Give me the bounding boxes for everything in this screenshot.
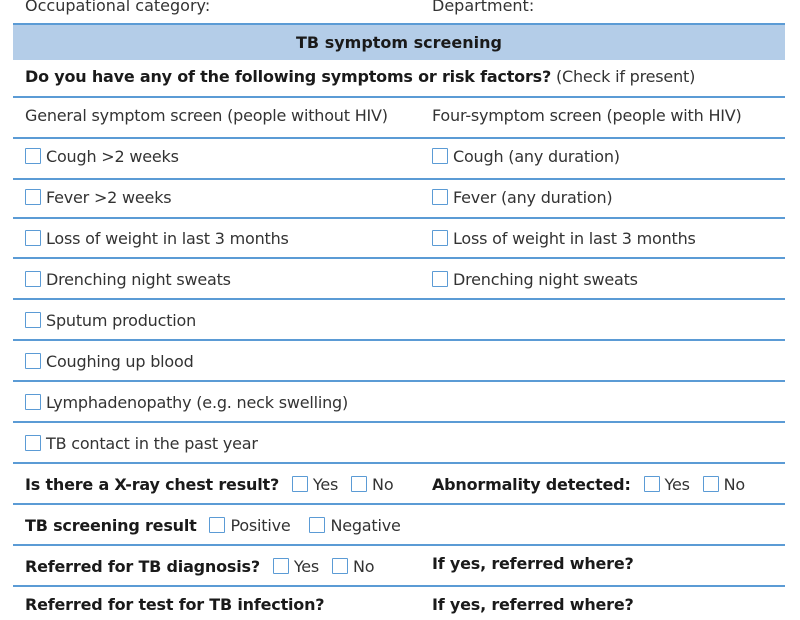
symptom-cough-2-weeks[interactable]: Cough >2 weeks [25, 147, 179, 167]
checkbox[interactable] [272, 558, 289, 574]
checkbox[interactable] [209, 517, 226, 533]
screening-positive-option[interactable]: Positive [209, 516, 291, 536]
divider [13, 257, 785, 259]
referred-infection-question: Referred for test for TB infection? [25, 595, 325, 614]
checkbox[interactable] [331, 558, 348, 574]
referred-infection-where: If yes, referred where? [432, 595, 634, 614]
symptom-night-sweats-left[interactable]: Drenching night sweats [25, 270, 231, 290]
divider [13, 380, 785, 382]
xray-no-option[interactable]: No [351, 475, 394, 495]
screening-result-row: TB screening result Positive Negative [25, 516, 401, 536]
symptom-cough-any[interactable]: Cough (any duration) [432, 147, 620, 167]
checkbox[interactable] [432, 230, 448, 246]
symptom-label: Fever (any duration) [453, 188, 613, 207]
symptoms-question: Do you have any of the following symptom… [25, 67, 695, 87]
abnormality-yes-option[interactable]: Yes [643, 475, 690, 495]
checkbox[interactable] [25, 353, 41, 369]
abnormality-question: Abnormality detected: [432, 475, 631, 494]
left-column-header: General symptom screen (people without H… [25, 106, 388, 125]
symptom-label: Coughing up blood [46, 352, 194, 371]
divider [13, 217, 785, 219]
symptom-coughing-blood[interactable]: Coughing up blood [25, 352, 194, 372]
symptom-fever-2-weeks[interactable]: Fever >2 weeks [25, 188, 172, 208]
abnormality-row: Abnormality detected: Yes No [432, 475, 745, 495]
checkbox[interactable] [25, 435, 41, 451]
divider [13, 298, 785, 300]
abnormality-no-option[interactable]: No [702, 475, 745, 495]
divider [13, 137, 785, 139]
symptom-night-sweats-right[interactable]: Drenching night sweats [432, 270, 638, 290]
checkbox[interactable] [25, 230, 41, 246]
checkbox[interactable] [351, 476, 368, 492]
symptom-label: Loss of weight in last 3 months [46, 229, 289, 248]
screening-negative-option[interactable]: Negative [309, 516, 401, 536]
symptom-label: Drenching night sweats [46, 270, 231, 289]
symptom-label: Cough (any duration) [453, 147, 620, 166]
divider [13, 178, 785, 180]
checkbox[interactable] [25, 312, 41, 328]
divider [13, 503, 785, 505]
checkbox[interactable] [25, 394, 41, 410]
referred-diagnosis-row: Referred for TB diagnosis? Yes No [25, 557, 375, 577]
symptom-weight-loss-left[interactable]: Loss of weight in last 3 months [25, 229, 289, 249]
checkbox[interactable] [432, 271, 448, 287]
symptom-lymphadenopathy[interactable]: Lymphadenopathy (e.g. neck swelling) [25, 393, 348, 413]
xray-question: Is there a X-ray chest result? [25, 475, 280, 494]
symptom-label: Fever >2 weeks [46, 188, 172, 207]
screening-result-label: TB screening result [25, 516, 197, 535]
symptom-label: TB contact in the past year [46, 434, 258, 453]
department-label: Department: [432, 0, 535, 15]
referred-diagnosis-no-option[interactable]: No [331, 557, 375, 577]
xray-yes-option[interactable]: Yes [291, 475, 338, 495]
divider [13, 585, 785, 587]
divider [13, 544, 785, 546]
xray-question-row: Is there a X-ray chest result? Yes No [25, 475, 394, 495]
divider [13, 339, 785, 341]
divider [13, 462, 785, 464]
checkbox[interactable] [309, 517, 326, 533]
symptoms-question-text: Do you have any of the following symptom… [25, 67, 552, 86]
symptom-tb-contact[interactable]: TB contact in the past year [25, 434, 258, 454]
referred-diagnosis-yes-option[interactable]: Yes [272, 557, 319, 577]
symptoms-question-hint: (Check if present) [555, 67, 696, 86]
checkbox[interactable] [25, 271, 41, 287]
referred-diagnosis-where: If yes, referred where? [432, 554, 634, 573]
symptom-label: Cough >2 weeks [46, 147, 179, 166]
checkbox[interactable] [432, 189, 448, 205]
checkbox[interactable] [643, 476, 660, 492]
divider [13, 421, 785, 423]
section-title: TB symptom screening [296, 33, 502, 52]
checkbox[interactable] [291, 476, 308, 492]
checkbox[interactable] [25, 189, 41, 205]
occupational-category-label: Occupational category: [25, 0, 211, 15]
symptom-label: Sputum production [46, 311, 197, 330]
symptom-label: Loss of weight in last 3 months [453, 229, 696, 248]
section-header: TB symptom screening [13, 23, 785, 60]
checkbox[interactable] [702, 476, 719, 492]
right-column-header: Four-symptom screen (people with HIV) [432, 106, 742, 125]
divider [13, 96, 785, 98]
symptom-sputum[interactable]: Sputum production [25, 311, 196, 331]
symptom-weight-loss-right[interactable]: Loss of weight in last 3 months [432, 229, 696, 249]
referred-diagnosis-question: Referred for TB diagnosis? [25, 557, 260, 576]
symptom-label: Drenching night sweats [453, 270, 638, 289]
symptom-fever-any[interactable]: Fever (any duration) [432, 188, 613, 208]
symptom-label: Lymphadenopathy (e.g. neck swelling) [46, 393, 349, 412]
checkbox[interactable] [25, 148, 41, 164]
checkbox[interactable] [432, 148, 448, 164]
